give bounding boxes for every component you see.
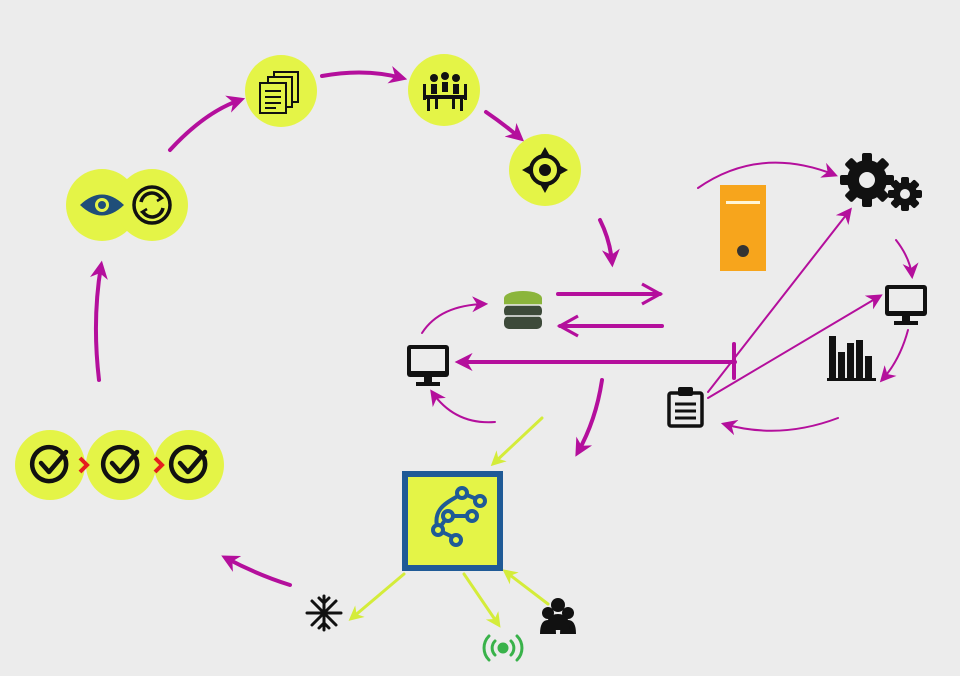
server-icon [720,185,766,271]
workflow-hub[interactable] [402,471,503,571]
snowflake-node[interactable] [305,594,343,632]
approval-circle-2 [86,430,156,500]
cycle-arrows [90,66,737,587]
meeting-icon [423,72,467,111]
broadcast-icon [482,634,524,662]
bar-chart-icon [827,336,876,381]
arrow-monitor-to-chart [879,329,909,383]
monitor-sync-node[interactable] [66,169,188,241]
computer-left[interactable] [407,345,449,386]
server-node[interactable] [720,185,766,271]
arrow-monitor-to-documents [168,95,246,152]
approval-chain[interactable] [15,430,224,500]
target-icon [522,147,568,193]
arrow-approval-to-monitor [90,260,108,382]
sync-icon [132,185,172,225]
workflow-icon [431,486,487,547]
snowflake-icon [305,594,343,632]
arrow-target-to-exchange [598,218,620,268]
chevron-right-icon [78,456,90,474]
target-node[interactable] [509,134,581,206]
monitor-icon [885,285,927,325]
thin-arrows [421,161,919,436]
computer-right[interactable] [885,285,927,325]
broadcast-node[interactable] [482,634,524,662]
arrow-chart-to-clipboard [720,417,839,436]
settings-node[interactable] [840,153,922,211]
arrow-documents-to-meeting [320,66,408,84]
users-node[interactable] [540,598,576,634]
bar-chart-node[interactable] [827,336,876,381]
hub-arrows [348,416,550,628]
arrow-to-approval [221,555,292,587]
arrow-to-hub [490,416,544,467]
clipboard-node[interactable] [667,387,704,428]
clipboard-icon [667,387,704,428]
arrow-hub-return-to-computer [430,389,496,424]
arrow-exchange-to-hub [575,378,604,457]
database-node[interactable] [504,291,542,329]
arrow-hub-to-snowflake [348,572,406,621]
approval-circle-3 [154,430,224,500]
database-icon [504,291,542,329]
approval-circle-1 [15,430,85,500]
meeting-node[interactable] [408,54,480,126]
arrow-clipboard-to-gears [707,207,852,393]
arrow-gears-to-monitor [895,239,919,280]
sync-circle [116,169,188,241]
documents-node[interactable] [245,55,317,127]
arrow-computer-to-db [421,296,489,334]
gears-icon [840,153,922,211]
monitor-icon [407,345,449,386]
check-circle-icon [29,444,208,484]
arrow-hub-to-broadcast [462,572,501,628]
arrow-users-to-hub [502,569,550,606]
arrow-meeting-to-target [484,110,525,142]
eye-icon [80,194,124,216]
arrow-clipboard-to-monitor [707,294,883,399]
documents-icon [259,71,299,114]
users-icon [540,598,576,634]
chevron-right-icon [153,456,165,474]
arrow-server-to-gears [697,161,838,189]
